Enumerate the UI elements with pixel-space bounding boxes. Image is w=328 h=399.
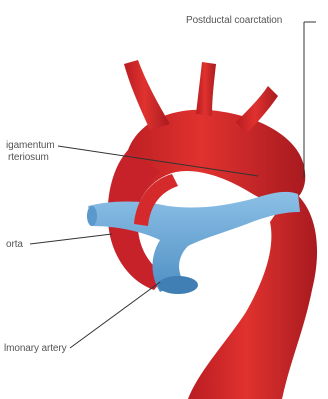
pulmonary-branch-left-end <box>87 206 97 226</box>
pulmonary-artery-opening <box>158 276 198 294</box>
brachiocephalic-artery <box>124 60 170 130</box>
left-common-carotid-artery <box>196 62 216 116</box>
postductal-coarctation-label: Postductal coarctation <box>186 15 282 26</box>
ligamentum-arteriosum-label-line2: rteriosum <box>8 152 49 163</box>
pulmonary-leader-line <box>70 282 160 348</box>
aorta-leader-line <box>30 234 112 244</box>
ligamentum-arteriosum-label-line1: igamentum <box>6 140 55 151</box>
aorta-label: orta <box>6 239 23 250</box>
pulmonary-artery-label: lmonary artery <box>4 343 67 354</box>
